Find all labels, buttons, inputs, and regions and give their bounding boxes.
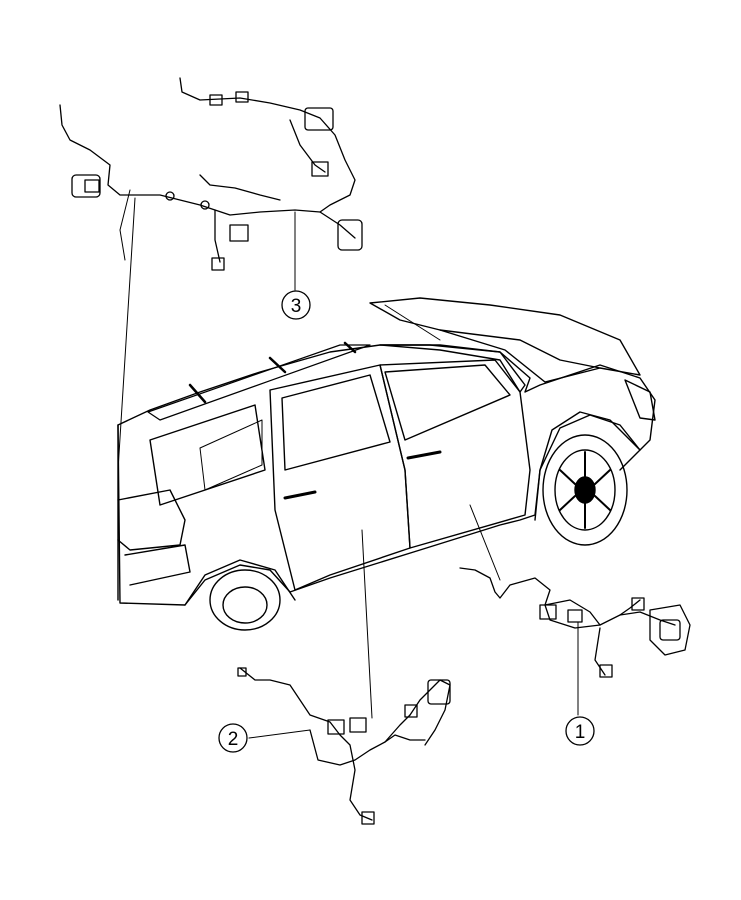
callout-2: 2 [218,723,248,753]
callout-3-number: 3 [291,296,302,317]
callout-3: 3 [281,290,311,320]
leader-line-2-car [361,529,373,719]
front-door-wiring-harness [459,567,691,678]
leader-lines [117,197,579,739]
callout-1: 1 [565,716,595,746]
leader-line-lift [117,197,136,471]
liftgate-wiring-harness [59,77,363,271]
leader-line-1-car [469,504,501,581]
rear-door-wiring-harness [237,667,451,825]
callout-1-number: 1 [575,722,586,743]
callout-2-number: 2 [228,729,239,750]
vehicle-illustration [117,297,656,631]
leader-line-2-arm [248,729,311,739]
